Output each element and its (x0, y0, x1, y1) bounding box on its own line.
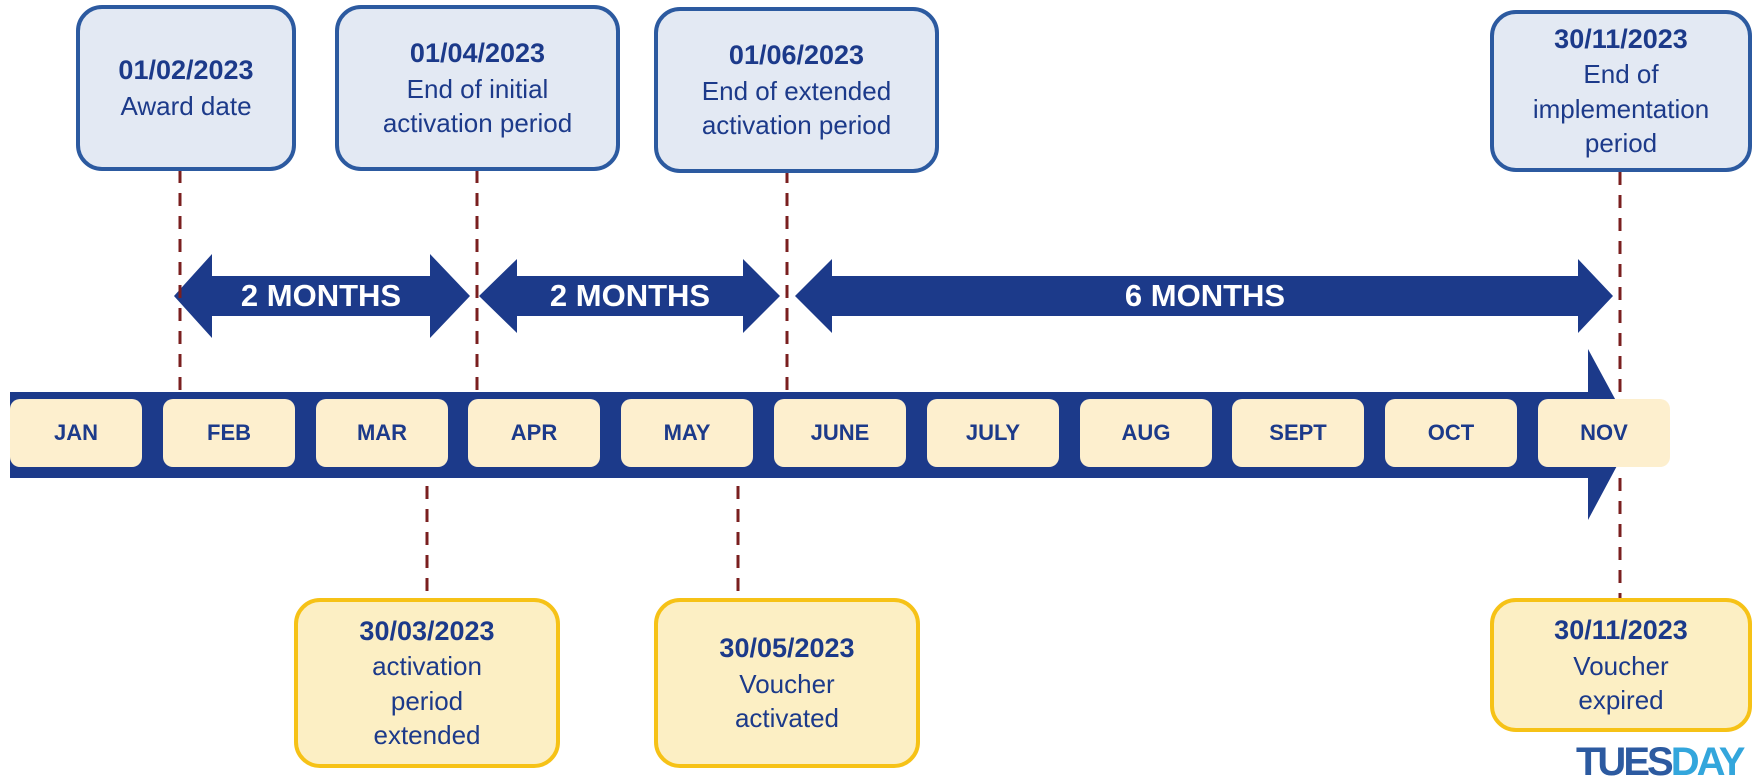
milestone-voucher-activated: 30/05/2023 Voucher activated (654, 598, 920, 768)
milestone-extended-activation-end: 01/06/2023 End of extended activation pe… (654, 7, 939, 173)
duration-arrow-1 (174, 254, 470, 338)
milestone-label: Award date (120, 90, 252, 121)
duration-label-1: 2 MONTHS (240, 278, 402, 313)
milestone-label: Voucher activated (734, 668, 840, 733)
month-oct: OCT (1385, 399, 1517, 467)
milestone-label: End of implementation period (1532, 59, 1710, 158)
milestone-initial-activation-end: 01/04/2023 End of initial activation per… (335, 5, 620, 171)
month-jan: JAN (10, 399, 142, 467)
milestone-date: 01/04/2023 (409, 37, 546, 68)
duration-label-2: 2 MONTHS (549, 278, 711, 313)
month-nov: NOV (1538, 399, 1670, 467)
month-feb: FEB (163, 399, 295, 467)
milestone-label: End of extended activation period (701, 75, 892, 140)
month-sept: SEPT (1232, 399, 1364, 467)
milestone-implementation-end: 30/11/2023 End of implementation period (1490, 10, 1752, 172)
month-may: MAY (621, 399, 753, 467)
month-aug: AUG (1080, 399, 1212, 467)
milestone-award-date: 01/02/2023 Award date (76, 5, 296, 171)
milestone-date: 01/02/2023 (118, 55, 254, 86)
milestone-label: Voucher expired (1573, 650, 1669, 715)
milestone-date: 01/06/2023 (728, 39, 865, 70)
milestone-date: 30/11/2023 (1554, 614, 1688, 645)
tuesday-logo: TUESDAY (1576, 740, 1745, 784)
milestone-date: 30/11/2023 (1554, 23, 1688, 54)
milestone-label: activation period extended (372, 651, 482, 750)
month-june: JUNE (774, 399, 906, 467)
duration-arrow-3 (795, 259, 1613, 333)
milestone-date: 30/05/2023 (719, 632, 855, 663)
duration-arrow-2 (479, 259, 780, 333)
milestone-activation-extended: 30/03/2023 activation period extended (294, 598, 560, 768)
month-apr: APR (468, 399, 600, 467)
month-mar: MAR (316, 399, 448, 467)
milestone-voucher-expired: 30/11/2023 Voucher expired (1490, 598, 1752, 732)
milestone-label: End of initial activation period (382, 73, 573, 138)
duration-label-3: 6 MONTHS (1124, 278, 1286, 313)
milestone-date: 30/03/2023 (359, 615, 495, 646)
month-july: JULY (927, 399, 1059, 467)
